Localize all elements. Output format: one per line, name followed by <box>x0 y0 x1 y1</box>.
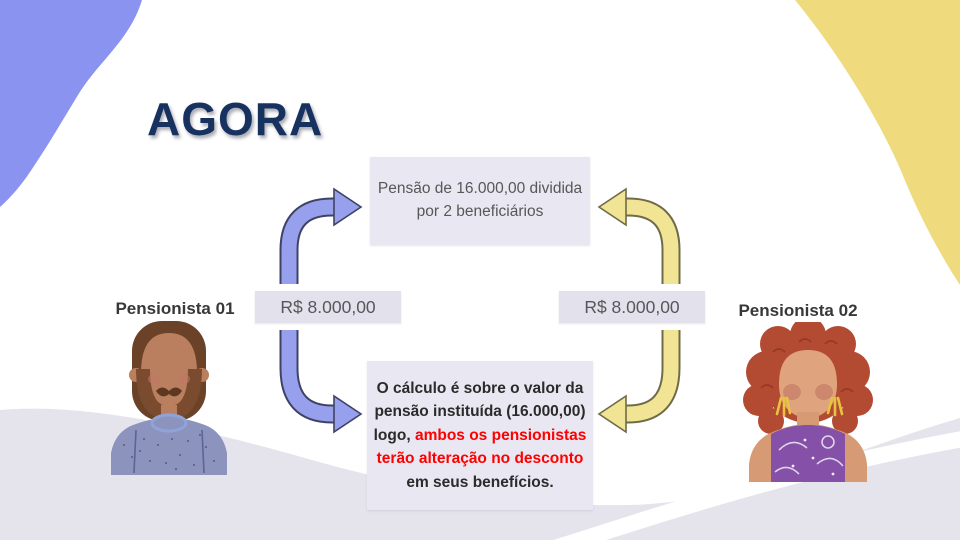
pensioner-02-value: R$ 8.000,00 <box>584 296 680 317</box>
pensioner-02-label: Pensionista 02 <box>738 301 858 320</box>
pensioner-01-label: Pensionista 01 <box>115 299 235 318</box>
pensioner-01-illustration <box>111 321 227 475</box>
calculation-note-box: O cálculo é sobre o valor da pensão inst… <box>367 361 593 510</box>
note-part-3: em seus benefícios. <box>406 473 554 491</box>
pensioner-01-value: R$ 8.000,00 <box>280 296 376 317</box>
earrings <box>775 396 844 417</box>
woman-avatar <box>743 322 873 482</box>
pension-division-text: Pensão de 16.000,00 dividida por 2 benef… <box>377 180 583 220</box>
page-title: AGORA <box>147 93 324 145</box>
note-part-1: O cálculo é sobre o valor da pensão inst… <box>373 379 586 444</box>
pensioner-02-illustration <box>743 322 873 482</box>
pension-division-box: Pensão de 16.000,00 dividida por 2 benef… <box>370 157 590 245</box>
man-avatar <box>111 321 227 475</box>
bottom-wave-shape <box>0 408 960 540</box>
purple-corner-blob <box>0 0 142 207</box>
yellow-corner-blob <box>795 0 960 285</box>
pensioner-01-value-box: R$ 8.000,00 <box>255 291 401 323</box>
pensioner-02-value-box: R$ 8.000,00 <box>559 291 705 323</box>
calculation-note-text: O cálculo é sobre o valor da pensão inst… <box>371 377 589 495</box>
white-wave-accent <box>553 431 960 540</box>
note-part-red: ambos os pensionistas terão alteração no… <box>376 426 587 468</box>
